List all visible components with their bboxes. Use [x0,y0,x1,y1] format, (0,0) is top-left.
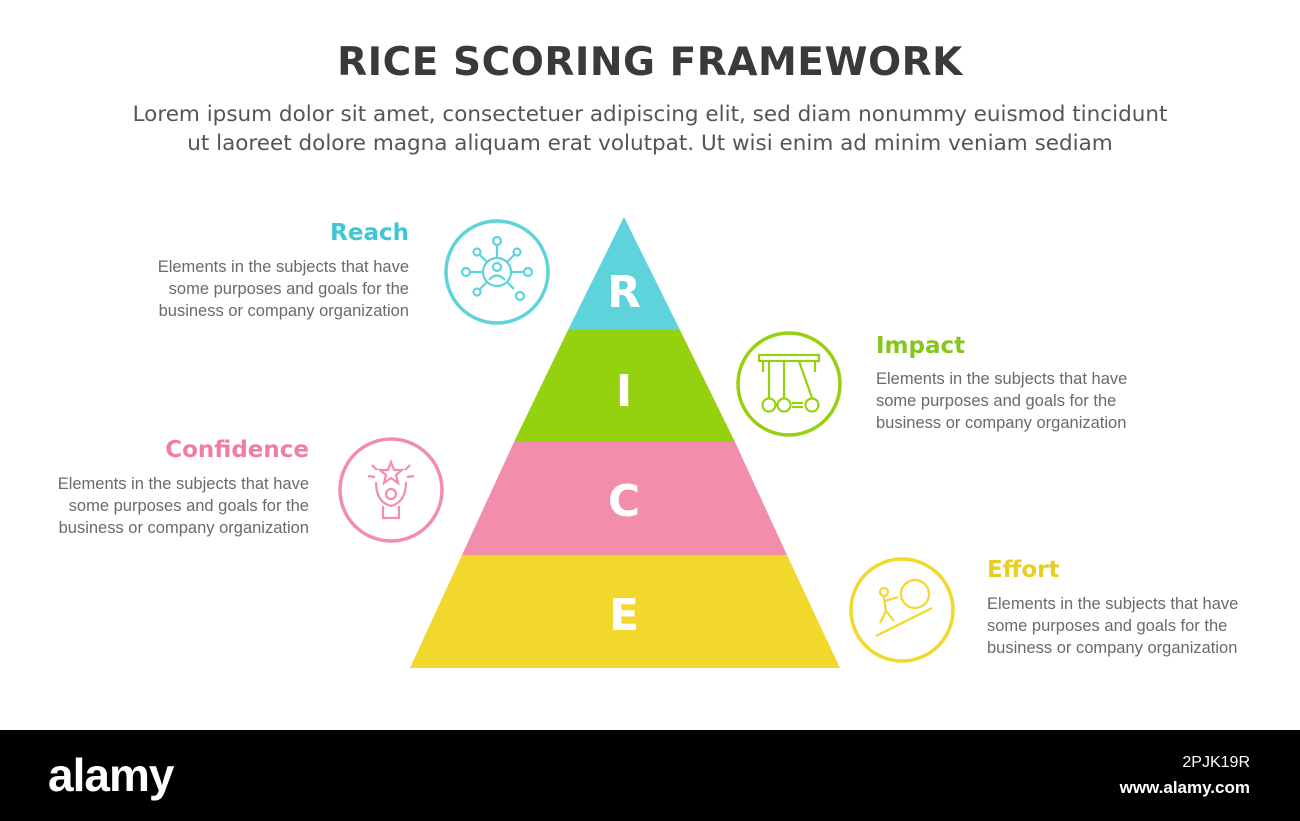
impact-description-line-2: some purposes and goals for the [876,392,1117,410]
effort-description-line-1: Elements in the subjects that have [987,595,1239,613]
hands-star-icon [338,437,444,543]
network-person-icon [444,219,550,325]
reach-description: Elements in the subjects that have some … [109,256,409,322]
confidence-description-line-1: Elements in the subjects that have [57,475,309,493]
watermark-footer: alamy 2PJK19R www.alamy.com [0,730,1300,821]
pyramid-letter-r: R [607,267,641,318]
effort-description-line-2: some purposes and goals for the [987,617,1228,635]
page-subtitle: Lorem ipsum dolor sit amet, consectetuer… [60,100,1240,158]
impact-description: Elements in the subjects that have some … [876,368,1176,434]
reach-description-line-1: Elements in the subjects that have [157,258,409,276]
subtitle-line-1: Lorem ipsum dolor sit amet, consectetuer… [132,102,1168,127]
push-boulder-icon [849,557,955,663]
effort-description-line-3: business or company organization [987,639,1238,657]
confidence-description-line-2: some purposes and goals for the [68,497,309,515]
confidence-title: Confidence [165,437,309,463]
newtons-cradle-icon [736,331,842,437]
rice-pyramid: R I C E [338,217,955,668]
pyramid-level-confidence [462,442,787,555]
effort-title: Effort [987,557,1060,583]
impact-description-line-3: business or company organization [876,414,1127,432]
impact-description-line-1: Elements in the subjects that have [876,370,1128,388]
pyramid-letter-c: C [608,476,640,527]
page-title: RICE SCORING FRAMEWORK [337,40,963,85]
pyramid-letter-e: E [609,590,639,641]
subtitle-line-2: ut laoreet dolore magna aliquam erat vol… [187,131,1113,156]
brand-logo: alamy [48,749,174,801]
pyramid-level-effort [410,555,840,668]
reach-description-line-2: some purposes and goals for the [168,280,409,298]
impact-title: Impact [876,333,966,359]
pyramid-level-reach [568,217,680,330]
confidence-description-line-3: business or company organization [58,519,309,537]
pyramid-letter-i: I [616,366,632,417]
pyramid-level-impact [514,330,735,442]
slide: RICE SCORING FRAMEWORK Lorem ipsum dolor… [9,40,1287,668]
site-url: www.alamy.com [1119,778,1250,797]
reach-title: Reach [330,220,409,246]
image-id: 2PJK19R [1182,754,1250,771]
confidence-description: Elements in the subjects that have some … [9,473,309,539]
reach-description-line-3: business or company organization [158,302,409,320]
effort-description: Elements in the subjects that have some … [987,593,1287,659]
